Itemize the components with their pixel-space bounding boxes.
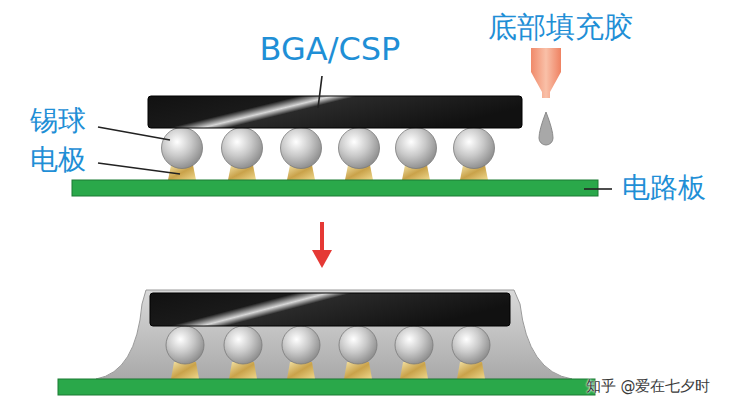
electrode-pads — [168, 165, 488, 180]
part-label: 锡球 — [30, 106, 86, 137]
part-label: 电路板 — [622, 173, 706, 204]
electrode-pad — [287, 362, 315, 379]
circuit-board — [58, 379, 595, 395]
electrode-pad — [457, 362, 485, 379]
solder-ball — [162, 128, 203, 169]
circuit-board — [72, 180, 598, 196]
solder-ball — [395, 326, 433, 364]
solder-ball — [452, 326, 490, 364]
solder-balls — [166, 326, 490, 364]
solder-ball — [454, 128, 495, 169]
solder-ball — [282, 326, 320, 364]
leader-lines — [98, 76, 612, 189]
electrode-pads — [171, 362, 485, 379]
bga-chip — [150, 293, 510, 326]
component-label: BGA/CSP — [260, 32, 401, 67]
solder-ball — [339, 326, 377, 364]
solder-ball — [222, 128, 263, 169]
watermark: 知乎 @爱在七夕时 — [586, 378, 711, 395]
electrode-pad — [400, 362, 428, 379]
electrode-pad — [344, 362, 372, 379]
solder-ball — [396, 128, 437, 169]
process-arrow — [320, 222, 324, 252]
solder-ball — [339, 128, 380, 169]
electrode-pad — [171, 362, 199, 379]
material-label: 底部填充胶 — [488, 12, 633, 44]
glue-dispenser — [531, 48, 561, 98]
solder-ball — [281, 128, 322, 169]
glue-drop — [539, 112, 553, 145]
bga-chip — [148, 96, 522, 128]
solder-ball — [166, 326, 204, 364]
process-arrow-head — [312, 250, 332, 268]
underfill-glue — [96, 290, 572, 379]
part-label: 电极 — [30, 145, 86, 176]
solder-ball — [224, 326, 262, 364]
electrode-pad — [229, 362, 257, 379]
solder-balls — [162, 128, 495, 169]
